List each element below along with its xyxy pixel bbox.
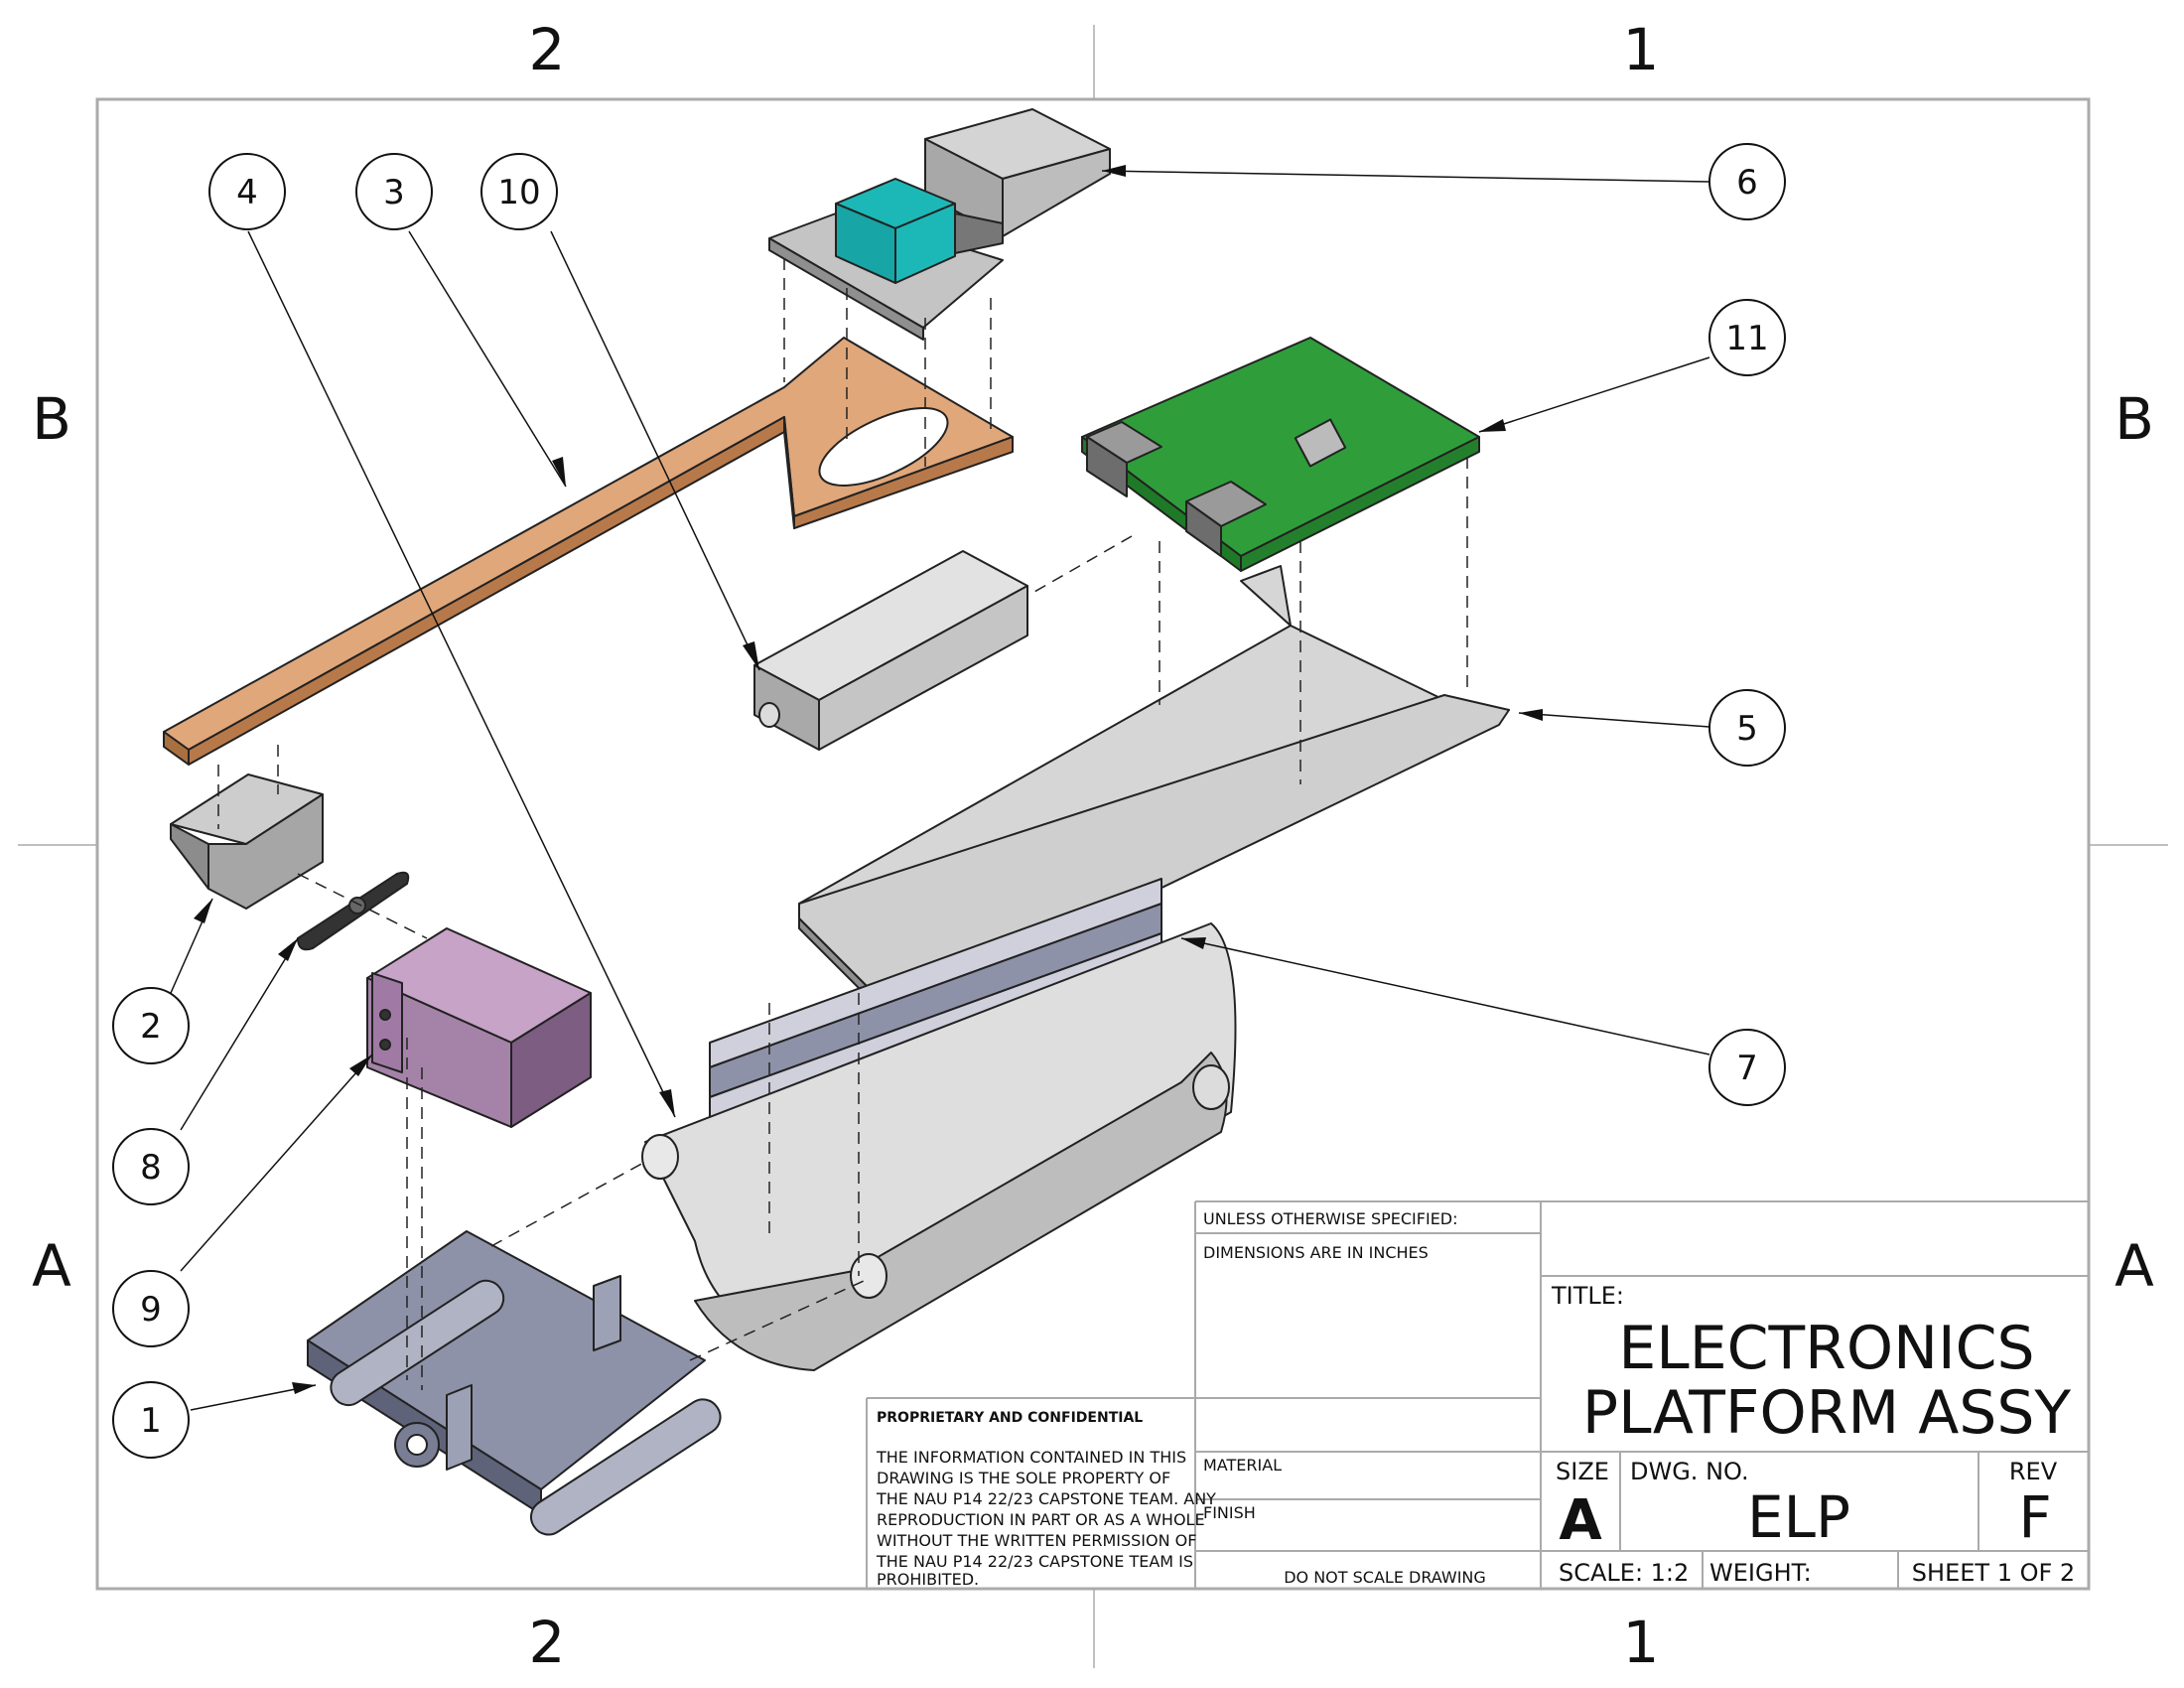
tb-material-label: MATERIAL (1203, 1456, 1282, 1475)
exploded-view (163, 108, 1510, 1536)
balloon-arrowheads (194, 165, 1543, 1394)
tb-dwg-number: ELP (1747, 1483, 1850, 1551)
tb-proprietary-line-7: PROHIBITED. (877, 1570, 979, 1589)
tb-size-value: A (1559, 1488, 1602, 1553)
balloon-8: 8 (112, 1128, 190, 1205)
balloon-5-number: 5 (1736, 709, 1758, 749)
part-8-horn (297, 871, 410, 951)
part-4-trough (641, 922, 1237, 1371)
balloon-callouts (170, 170, 1710, 1411)
tb-proprietary-line-4: REPRODUCTION IN PART OR AS A WHOLE (877, 1510, 1205, 1529)
tb-finish-label: FINISH (1203, 1503, 1256, 1522)
tb-proprietary-heading: PROPRIETARY AND CONFIDENTIAL (877, 1410, 1143, 1426)
zone-label-bottom-1: 1 (1623, 1609, 1660, 1676)
part-small-servo (835, 178, 1004, 284)
balloon-1-number: 1 (140, 1401, 162, 1441)
balloon-11-number: 11 (1725, 319, 1768, 358)
tb-proprietary-line-5: WITHOUT THE WRITTEN PERMISSION OF (877, 1531, 1196, 1550)
tb-title-line-1: ELECTRONICS (1618, 1314, 2034, 1383)
tb-scale: SCALE: 1:2 (1559, 1559, 1689, 1587)
tb-proprietary-line-6: THE NAU P14 22/23 CAPSTONE TEAM IS (876, 1552, 1193, 1571)
balloon-2: 2 (112, 987, 190, 1064)
zone-label-top-2: 2 (529, 16, 566, 83)
balloon-9-number: 9 (140, 1290, 162, 1330)
part-6-bracket (924, 108, 1111, 237)
balloon-6-number: 6 (1736, 163, 1758, 203)
balloon-11: 11 (1708, 299, 1786, 376)
balloon-7-number: 7 (1736, 1049, 1758, 1088)
part-1-base-mount (307, 1230, 722, 1536)
drawing-frame (18, 25, 2168, 1668)
tb-size-label: SIZE (1556, 1458, 1609, 1485)
part-5-platform-plate (798, 565, 1510, 1014)
balloon-2-number: 2 (140, 1007, 162, 1047)
balloon-7: 7 (1708, 1029, 1786, 1106)
tb-weight: WEIGHT: (1709, 1559, 1812, 1587)
zone-label-left-a: A (32, 1232, 71, 1300)
part-9-servo (366, 927, 592, 1128)
tb-rev-value: F (2018, 1483, 2051, 1551)
balloon-5: 5 (1708, 689, 1786, 767)
balloon-4-number: 4 (236, 173, 258, 212)
title-block: UNLESS OTHERWISE SPECIFIED: DIMENSIONS A… (866, 1200, 2089, 1589)
tb-proprietary-line-2: DRAWING IS THE SOLE PROPERTY OF (877, 1469, 1170, 1487)
tb-rev-label: REV (2009, 1458, 2058, 1485)
balloon-6: 6 (1708, 143, 1786, 220)
tb-proprietary-line-1: THE INFORMATION CONTAINED IN THIS (876, 1448, 1186, 1467)
zone-label-right-b: B (2115, 385, 2154, 453)
zone-label-right-a: A (2115, 1232, 2154, 1300)
part-11-electronics-board (1081, 337, 1480, 572)
balloon-10: 10 (480, 153, 558, 230)
tb-sheet: SHEET 1 OF 2 (1912, 1559, 2075, 1587)
tb-proprietary-line-3: THE NAU P14 22/23 CAPSTONE TEAM. ANY (876, 1489, 1216, 1508)
tb-unless-specified: UNLESS OTHERWISE SPECIFIED: (1203, 1209, 1458, 1228)
zone-label-left-b: B (32, 385, 71, 453)
balloon-3-number: 3 (383, 173, 405, 212)
balloon-10-number: 10 (497, 173, 540, 212)
title-block-grid (866, 1200, 2089, 1589)
tb-title-label: TITLE: (1551, 1282, 1624, 1310)
part-3-arm (163, 337, 1014, 766)
zone-label-bottom-2: 2 (529, 1609, 566, 1676)
balloon-9: 9 (112, 1270, 190, 1347)
balloon-8-number: 8 (140, 1148, 162, 1188)
tb-dimensions-note: DIMENSIONS ARE IN INCHES (1203, 1243, 1429, 1262)
tb-title-line-2: PLATFORM ASSY (1582, 1378, 2072, 1448)
balloon-4: 4 (208, 153, 286, 230)
assembly-dashed-lines (217, 258, 1468, 1390)
part-10-housing (753, 550, 1028, 751)
tb-dwg-label: DWG. NO. (1630, 1458, 1749, 1485)
part-2-small-bracket (170, 774, 324, 910)
zone-label-top-1: 1 (1623, 16, 1660, 83)
tb-do-not-scale: DO NOT SCALE DRAWING (1284, 1568, 1486, 1587)
balloon-3: 3 (355, 153, 433, 230)
balloon-1: 1 (112, 1381, 190, 1459)
